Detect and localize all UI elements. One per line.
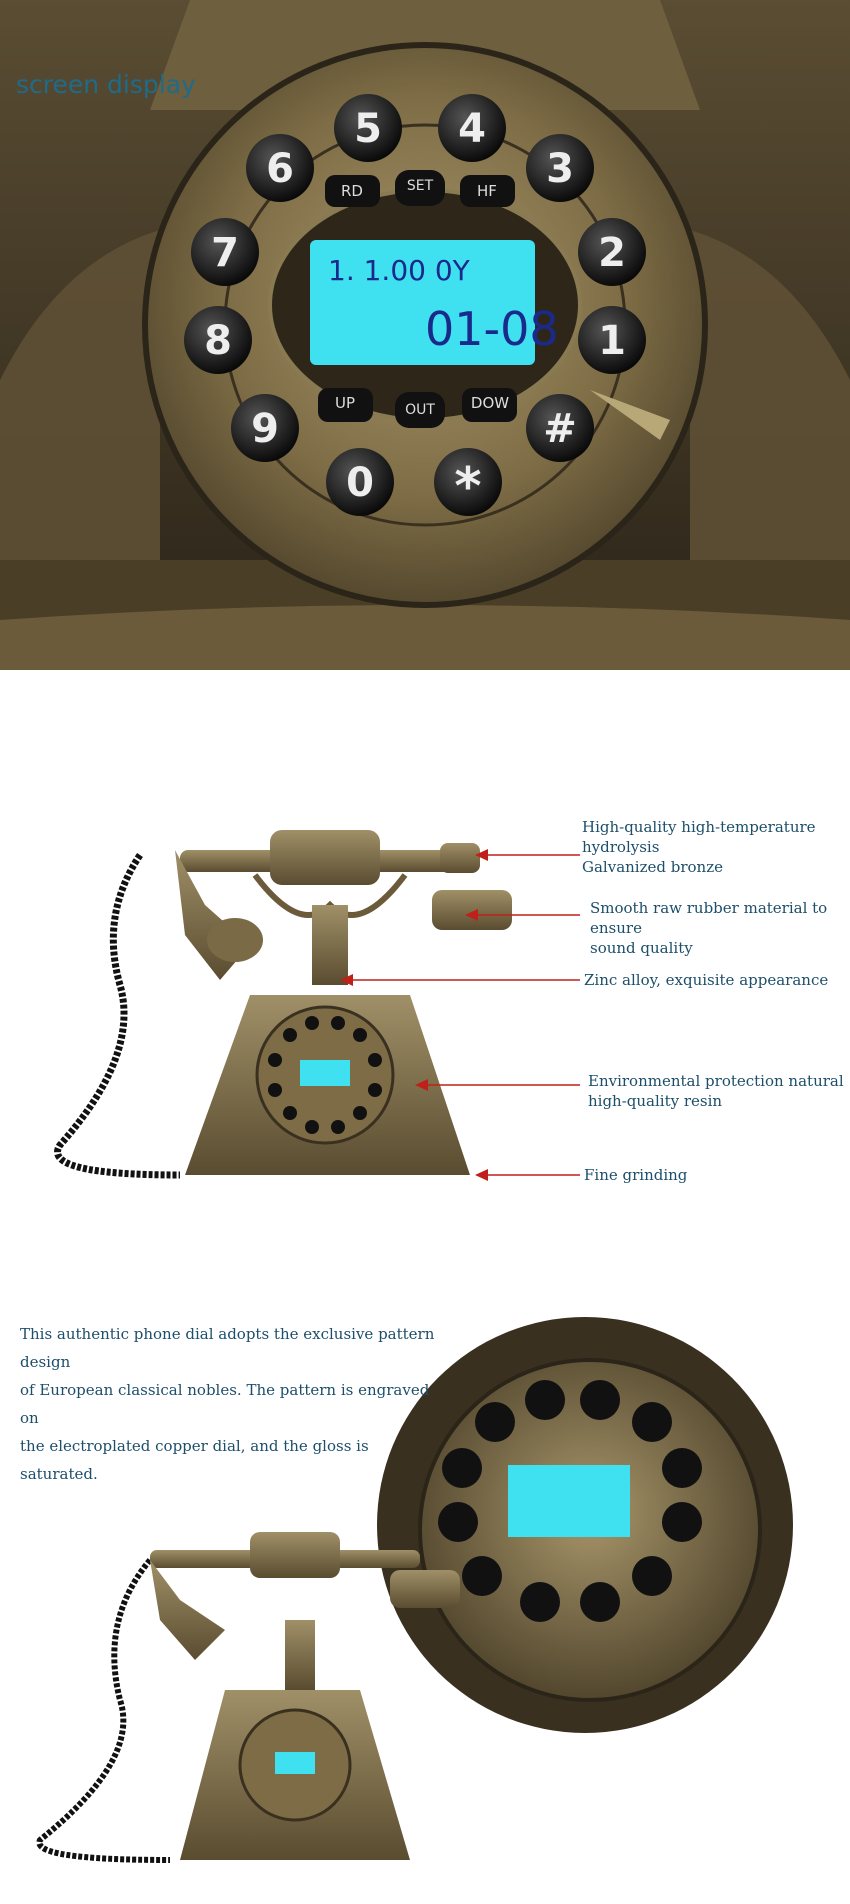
dial-closeup-illustration: 1. 1.00 0Y 01-08 RD SET HF UP OUT DOW 5 … (0, 0, 850, 670)
lcd-line2: 01-08 (425, 302, 559, 356)
key-3: 3 (526, 134, 594, 202)
key-6: 6 (246, 134, 314, 202)
description-line: This authentic phone dial adopts the exc… (20, 1325, 435, 1371)
handset (175, 830, 512, 980)
dial-closeup-photo: 1. 1.00 0Y 01-08 RD SET HF UP OUT DOW 5 … (0, 0, 850, 670)
dow-label: DOW (471, 394, 509, 412)
callout-line: Galvanized bronze (582, 858, 723, 876)
bottom-section: This authentic phone dial adopts the exc… (0, 1300, 850, 1904)
callout-line: sound quality (590, 939, 693, 957)
callout-lines (345, 854, 580, 1176)
key-4: 4 (438, 94, 506, 162)
key-7: 7 (191, 218, 259, 286)
svg-text:*: * (454, 457, 481, 517)
key-hash: # (526, 394, 594, 462)
bottom-function-buttons: UP OUT DOW (318, 388, 517, 428)
top-function-buttons: RD SET HF (325, 170, 515, 207)
set-label: SET (407, 178, 434, 194)
rd-label: RD (341, 182, 363, 200)
description-line: of European classical nobles. The patter… (20, 1381, 430, 1427)
key-1: 1 (578, 306, 646, 374)
callout-rubber: Smooth raw rubber material to ensure sou… (590, 898, 850, 958)
telephone-illustration (54, 830, 580, 1181)
up-label: UP (335, 394, 355, 412)
svg-text:0: 0 (346, 460, 374, 506)
key-8: 8 (184, 306, 252, 374)
callout-resin: Environmental protection natural high-qu… (588, 1071, 844, 1111)
dial-keys: 5 4 6 3 7 2 8 1 9 # 0 * (184, 94, 646, 517)
callout-line: Zinc alloy, exquisite appearance (584, 971, 829, 989)
svg-text:6: 6 (266, 146, 294, 192)
finger-stop (590, 390, 670, 440)
callout-line: Fine grinding (584, 1166, 688, 1184)
key-0: 0 (326, 448, 394, 516)
callout-fine-grinding: Fine grinding (584, 1165, 687, 1185)
description-text: This authentic phone dial adopts the exc… (20, 1320, 440, 1488)
screen-display-caption: screen display (16, 70, 196, 99)
key-5: 5 (334, 94, 402, 162)
description-line: the electroplated copper dial, and the g… (20, 1437, 369, 1483)
svg-text:2: 2 (598, 230, 626, 276)
svg-text:8: 8 (204, 318, 232, 364)
svg-text:4: 4 (458, 106, 486, 152)
callout-line: Smooth raw rubber material to ensure (590, 899, 828, 937)
features-section: High-quality high-temperature hydrolysis… (0, 755, 850, 1245)
svg-text:5: 5 (354, 106, 382, 152)
hf-label: HF (477, 182, 497, 200)
lcd-screen (310, 240, 535, 365)
coiled-cord (54, 853, 181, 1179)
key-2: 2 (578, 218, 646, 286)
out-label: OUT (405, 402, 435, 418)
callout-galvanized-bronze: High-quality high-temperature hydrolysis… (582, 817, 850, 877)
svg-text:1: 1 (598, 318, 626, 364)
callout-line: Environmental protection natural (588, 1072, 844, 1090)
svg-text:9: 9 (251, 406, 279, 452)
svg-text:3: 3 (546, 146, 574, 192)
svg-text:#: # (543, 406, 577, 452)
svg-text:7: 7 (211, 230, 239, 276)
callout-line: high-quality resin (588, 1092, 723, 1110)
zoom-lcd (508, 1465, 630, 1537)
lcd-line1: 1. 1.00 0Y (328, 254, 471, 287)
callout-line: High-quality high-temperature hydrolysis (582, 818, 816, 856)
bottom-illustration (36, 1317, 793, 1863)
key-9: 9 (231, 394, 299, 462)
key-star: * (434, 448, 502, 517)
callout-arrows (340, 849, 488, 1181)
callout-zinc-alloy: Zinc alloy, exquisite appearance (584, 970, 828, 990)
